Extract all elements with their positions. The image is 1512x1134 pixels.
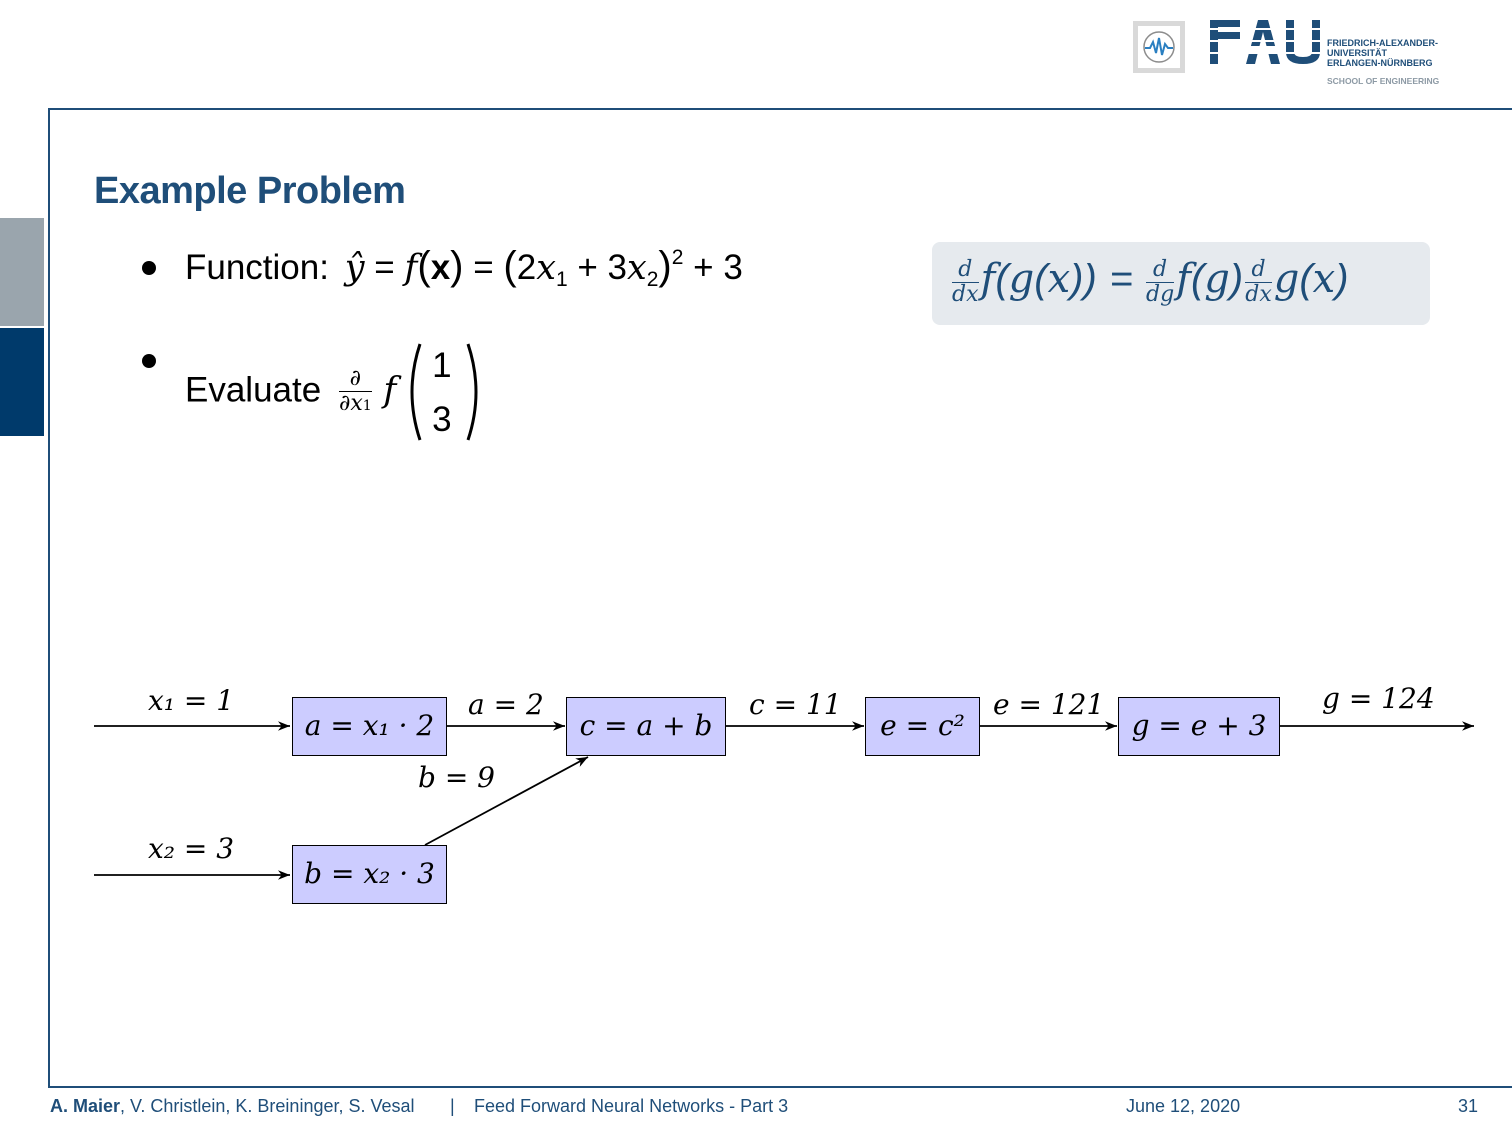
vector-entry-2: 3 (432, 400, 452, 439)
footer-separator: | (450, 1096, 455, 1116)
node-e: e = c² (865, 697, 980, 756)
edge-label-c: c = 11 (749, 688, 842, 721)
bullet-dot-icon (142, 354, 156, 368)
edge-label-a: a = 2 (468, 688, 544, 721)
university-name: FRIEDRICH-ALEXANDER- UNIVERSITÄT ERLANGE… (1327, 38, 1438, 68)
bullet-lead: Evaluate (185, 370, 322, 410)
section-tab-current[interactable] (0, 328, 44, 436)
edge-label-e: e = 121 (993, 688, 1105, 721)
footer-lecture-title: Feed Forward Neural Networks - Part 3 (474, 1096, 789, 1116)
node-b: b = x₂ · 3 (292, 845, 447, 904)
node-c: c = a + b (566, 697, 726, 756)
footer-date: June 12, 2020 (1126, 1096, 1241, 1116)
edge-label-x2: x₂ = 3 (148, 832, 235, 865)
node-g: g = e + 3 (1118, 697, 1280, 756)
vector-brackets-icon (410, 343, 478, 441)
footer-coauthors: , V. Christlein, K. Breininger, S. Vesal (120, 1096, 415, 1116)
university-logo: FRIEDRICH-ALEXANDER- UNIVERSITÄT ERLANGE… (1132, 18, 1462, 88)
edge-label-x1: x₁ = 1 (148, 684, 235, 717)
footer-authors: A. Maier, V. Christlein, K. Breininger, … (50, 1096, 415, 1117)
bullet-dot-icon (142, 261, 156, 275)
edge-b (424, 756, 589, 846)
footer-page-number: 31 (1458, 1096, 1479, 1116)
node-a: a = x₁ · 2 (292, 697, 447, 756)
institute-seal-icon (1133, 21, 1185, 73)
edge-label-b: b = 9 (418, 761, 495, 794)
vector-entry-1: 1 (432, 346, 452, 385)
school-name: SCHOOL OF ENGINEERING (1327, 76, 1440, 86)
fau-wordmark-icon (1210, 20, 1320, 64)
slide-frame (48, 108, 1512, 1088)
bullet-lead: Function: (185, 248, 329, 287)
section-tab-previous[interactable] (0, 218, 44, 326)
edge-label-g: g = 124 (1322, 682, 1435, 715)
slide-title: Example Problem (94, 170, 406, 212)
footer-lead-author: A. Maier (50, 1096, 121, 1116)
